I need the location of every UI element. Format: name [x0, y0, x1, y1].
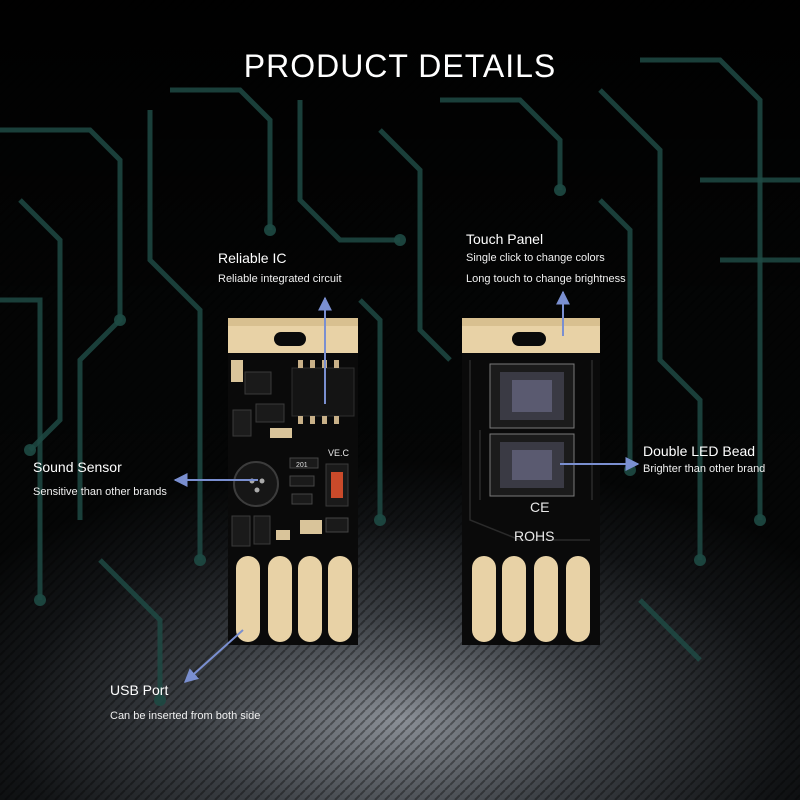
sound-sensor-label: Sound Sensor: [33, 459, 122, 475]
left-board-component-side: VE.C 201: [228, 318, 358, 645]
circuit-traces-background: [0, 57, 800, 700]
usb-contacts-right: [472, 556, 590, 642]
lanyard-hole-left: [274, 332, 306, 346]
sound-sensor-desc: Sensitive than other brands: [33, 486, 167, 498]
microphone-sensor: [233, 461, 279, 507]
rohs-mark: ROHS: [514, 528, 554, 544]
page-title: PRODUCT DETAILS: [243, 48, 557, 84]
right-board-led-side: CE ROHS: [462, 318, 600, 645]
red-component: [331, 472, 343, 498]
ic-chip: [291, 367, 355, 417]
usb-contacts-left: [236, 556, 352, 642]
chip-code-text: VE.C: [328, 448, 350, 458]
resistor-code-text: 201: [296, 462, 308, 469]
touch-panel-desc-1: Single click to change colors: [466, 252, 605, 264]
touch-panel-label: Touch Panel: [466, 231, 544, 247]
usb-port-label: USB Port: [110, 682, 169, 698]
reliable-ic-label: Reliable IC: [218, 250, 287, 266]
ce-mark: CE: [530, 499, 549, 515]
touch-panel-desc-2: Long touch to change brightness: [466, 273, 626, 285]
usb-port-desc: Can be inserted from both side: [110, 710, 261, 722]
reliable-ic-desc: Reliable integrated circuit: [218, 273, 342, 285]
lanyard-hole-right: [512, 332, 546, 346]
double-led-label: Double LED Bead: [643, 443, 756, 459]
double-led-desc: Brighter than other brand: [643, 463, 766, 475]
arrow-usb-port: [183, 629, 244, 683]
